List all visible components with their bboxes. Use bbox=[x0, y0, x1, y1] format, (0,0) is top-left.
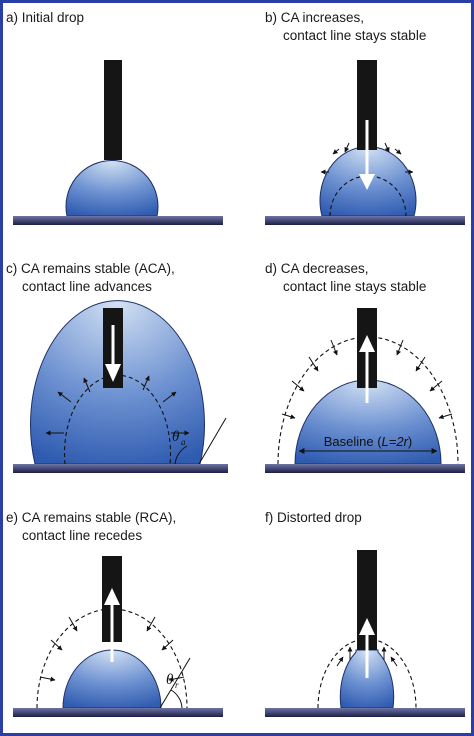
panel-e-caption-line1: e) CA remains stable (RCA), bbox=[6, 510, 176, 525]
panel-e-caption-line2: contact line recedes bbox=[22, 528, 142, 543]
shrink-arrow bbox=[161, 639, 174, 651]
shrink-arrow bbox=[291, 380, 305, 392]
substrate bbox=[13, 464, 228, 473]
shrink-arrow bbox=[168, 676, 185, 682]
drop bbox=[62, 649, 162, 709]
panel-c-caption-line2: contact line advances bbox=[22, 279, 152, 294]
growth-arrow bbox=[394, 148, 402, 155]
panel-d-caption-line2: contact line stays stable bbox=[283, 279, 426, 294]
shrink-arrow bbox=[330, 339, 338, 356]
growth-arrow bbox=[384, 142, 390, 153]
growth-arrow bbox=[332, 148, 340, 155]
advancing-angle-symbol: θ bbox=[172, 429, 180, 445]
shrink-arrow bbox=[68, 616, 78, 632]
receding-angle-subscript: r bbox=[175, 680, 179, 690]
panel-a-caption: a) Initial drop bbox=[6, 10, 84, 25]
panel-b-caption-line1: b) CA increases, bbox=[265, 10, 364, 25]
growth-arrow bbox=[162, 391, 177, 403]
panel-b-caption-line2: contact line stays stable bbox=[283, 28, 426, 43]
shrink-arrow bbox=[438, 413, 453, 420]
shrink-arrow bbox=[396, 339, 404, 356]
substrate bbox=[13, 216, 223, 225]
inflow-arrowhead bbox=[105, 364, 121, 382]
contact-angle-diagram: a) Initial drop b) CA increases, contact… bbox=[6, 10, 465, 717]
panel-c-caption-line1: c) CA remains stable (ACA), bbox=[6, 261, 175, 276]
outflow-arrowhead bbox=[359, 618, 375, 635]
panel-d: d) CA decreases, contact line stays stab… bbox=[265, 261, 465, 473]
inflow-arrowhead bbox=[359, 174, 375, 190]
angle-arc bbox=[174, 445, 188, 465]
shrink-arrow bbox=[39, 676, 56, 682]
growth-arrow bbox=[83, 377, 91, 393]
outflow-arrowhead bbox=[359, 335, 375, 352]
angle-arc bbox=[170, 689, 183, 709]
panel-c: c) CA remains stable (ACA), contact line… bbox=[6, 261, 228, 473]
growth-arrow bbox=[344, 142, 350, 153]
shrink-arrow bbox=[50, 639, 63, 651]
initial-drop-outline bbox=[329, 175, 407, 217]
tangent-line bbox=[198, 417, 227, 465]
baseline-label: Baseline (L=2r) bbox=[324, 434, 413, 449]
growth-arrow bbox=[142, 375, 150, 391]
distorted-drop bbox=[339, 649, 395, 709]
substrate bbox=[265, 708, 465, 717]
pull-arrow bbox=[390, 656, 398, 667]
needle bbox=[104, 60, 122, 160]
shrink-arrow bbox=[281, 413, 296, 420]
needle bbox=[357, 60, 377, 150]
shrink-arrow bbox=[415, 356, 426, 372]
shrink-arrow bbox=[429, 380, 443, 392]
panel-d-caption-line1: d) CA decreases, bbox=[265, 261, 369, 276]
panel-e: e) CA remains stable (RCA), contact line… bbox=[6, 510, 223, 717]
drop bbox=[65, 160, 159, 217]
needle bbox=[357, 550, 377, 650]
substrate bbox=[265, 216, 465, 225]
growth-arrow bbox=[57, 391, 72, 403]
advancing-angle-subscript: a bbox=[181, 437, 186, 447]
panel-f-caption: f) Distorted drop bbox=[265, 510, 362, 525]
substrate bbox=[265, 464, 465, 473]
previous-drop-outline bbox=[36, 608, 188, 709]
pull-arrow bbox=[336, 656, 344, 667]
substrate bbox=[13, 708, 223, 717]
receding-angle-symbol: θ bbox=[166, 672, 174, 688]
outflow-arrowhead bbox=[104, 588, 120, 605]
shrink-arrow bbox=[308, 356, 319, 372]
tangent-line bbox=[159, 657, 191, 709]
panel-a: a) Initial drop bbox=[6, 10, 223, 225]
shrink-arrow bbox=[146, 616, 156, 632]
panel-f: f) Distorted drop bbox=[265, 510, 465, 717]
panel-b: b) CA increases, contact line stays stab… bbox=[265, 10, 465, 225]
